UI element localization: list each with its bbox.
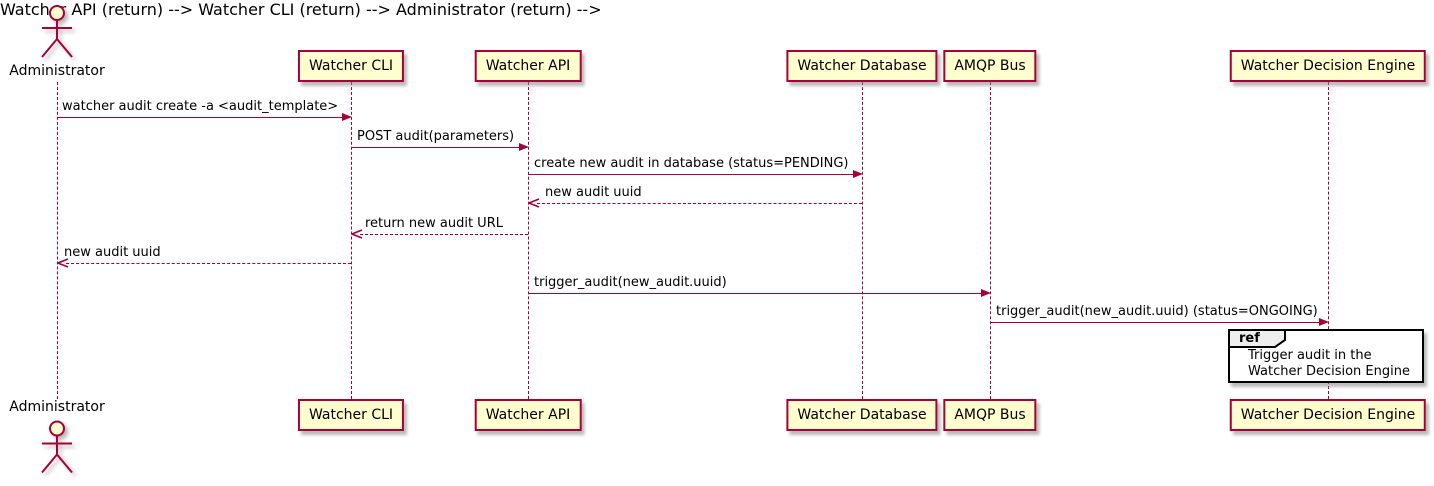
ref-text-line1: Trigger audit in the [1248, 348, 1372, 363]
participant-label: Watcher CLI [308, 58, 394, 74]
lifeline-watcher-cli [351, 82, 352, 399]
message-arrow-line [990, 322, 1319, 323]
lifeline-watcher-decision-engine [1328, 82, 1329, 399]
arrowhead-right-icon [853, 170, 863, 178]
actor-icon [41, 5, 73, 58]
arrowhead-left-icon [528, 198, 540, 208]
participant-amqp-bus-bottom: AMQP Bus [943, 399, 1037, 431]
message-arrow-line [528, 174, 853, 175]
message-label: new audit uuid [545, 185, 642, 200]
ref-fragment: ref Trigger audit in the Watcher Decisio… [1228, 329, 1424, 383]
message-arrow-line [528, 293, 981, 294]
participant-watcher-cli-top: Watcher CLI [297, 50, 405, 82]
actor-label-bottom: Administrator [9, 399, 105, 415]
message-arrow-line [57, 117, 342, 118]
arrowhead-right-icon [342, 113, 352, 121]
participant-label: AMQP Bus [954, 407, 1026, 423]
arrowhead-left-icon [57, 258, 69, 268]
message-return-line [66, 263, 351, 264]
arrowhead-right-icon [519, 143, 529, 151]
message-label: watcher audit create -a <audit_template> [62, 99, 339, 114]
message-label: return new audit URL [365, 216, 503, 231]
message-arrow-line [351, 147, 519, 148]
arrowhead-right-icon [981, 289, 991, 297]
message-return-line [537, 203, 862, 204]
message-label: POST audit(parameters) [357, 129, 515, 144]
participant-amqp-bus-top: AMQP Bus [943, 50, 1037, 82]
actor-label-top: Administrator [9, 63, 105, 79]
participant-label: Watcher API [485, 407, 571, 423]
participant-label: Watcher API [485, 58, 571, 74]
message-label: trigger_audit(new_audit.uuid) (status=ON… [996, 304, 1318, 319]
message-label: create new audit in database (status=PEN… [534, 156, 849, 171]
participant-watcher-cli-bottom: Watcher CLI [297, 399, 405, 431]
lifeline-watcher-database [862, 82, 863, 399]
participant-label: AMQP Bus [954, 58, 1026, 74]
participant-label: Watcher Database [797, 407, 927, 423]
message-return-line [360, 234, 528, 235]
participant-label: Watcher Decision Engine [1240, 58, 1416, 74]
lifeline-amqp-bus [990, 82, 991, 399]
participant-label: Watcher CLI [308, 407, 394, 423]
message-label: trigger_audit(new_audit.uuid) [534, 275, 727, 290]
lifeline-watcher-api [528, 82, 529, 399]
arrowhead-right-icon [1319, 318, 1329, 326]
participant-label: Watcher Database [797, 58, 927, 74]
lifeline-administrator [57, 82, 58, 399]
ref-text: Trigger audit in the Watcher Decision En… [1248, 348, 1410, 380]
participant-watcher-decision-engine-bottom: Watcher Decision Engine [1229, 399, 1427, 431]
actor-icon [41, 420, 73, 474]
ref-text-line2: Watcher Decision Engine [1248, 364, 1410, 379]
arrowhead-left-icon [351, 229, 363, 239]
participant-watcher-api-bottom: Watcher API [474, 399, 582, 431]
ref-tab-shape [1228, 329, 1286, 348]
participant-watcher-api-top: Watcher API [474, 50, 582, 82]
participant-watcher-database-bottom: Watcher Database [786, 399, 938, 431]
participant-label: Watcher Decision Engine [1240, 407, 1416, 423]
participant-watcher-database-top: Watcher Database [786, 50, 938, 82]
participant-watcher-decision-engine-top: Watcher Decision Engine [1229, 50, 1427, 82]
ref-keyword: ref [1239, 331, 1260, 346]
message-label: new audit uuid [64, 245, 161, 260]
